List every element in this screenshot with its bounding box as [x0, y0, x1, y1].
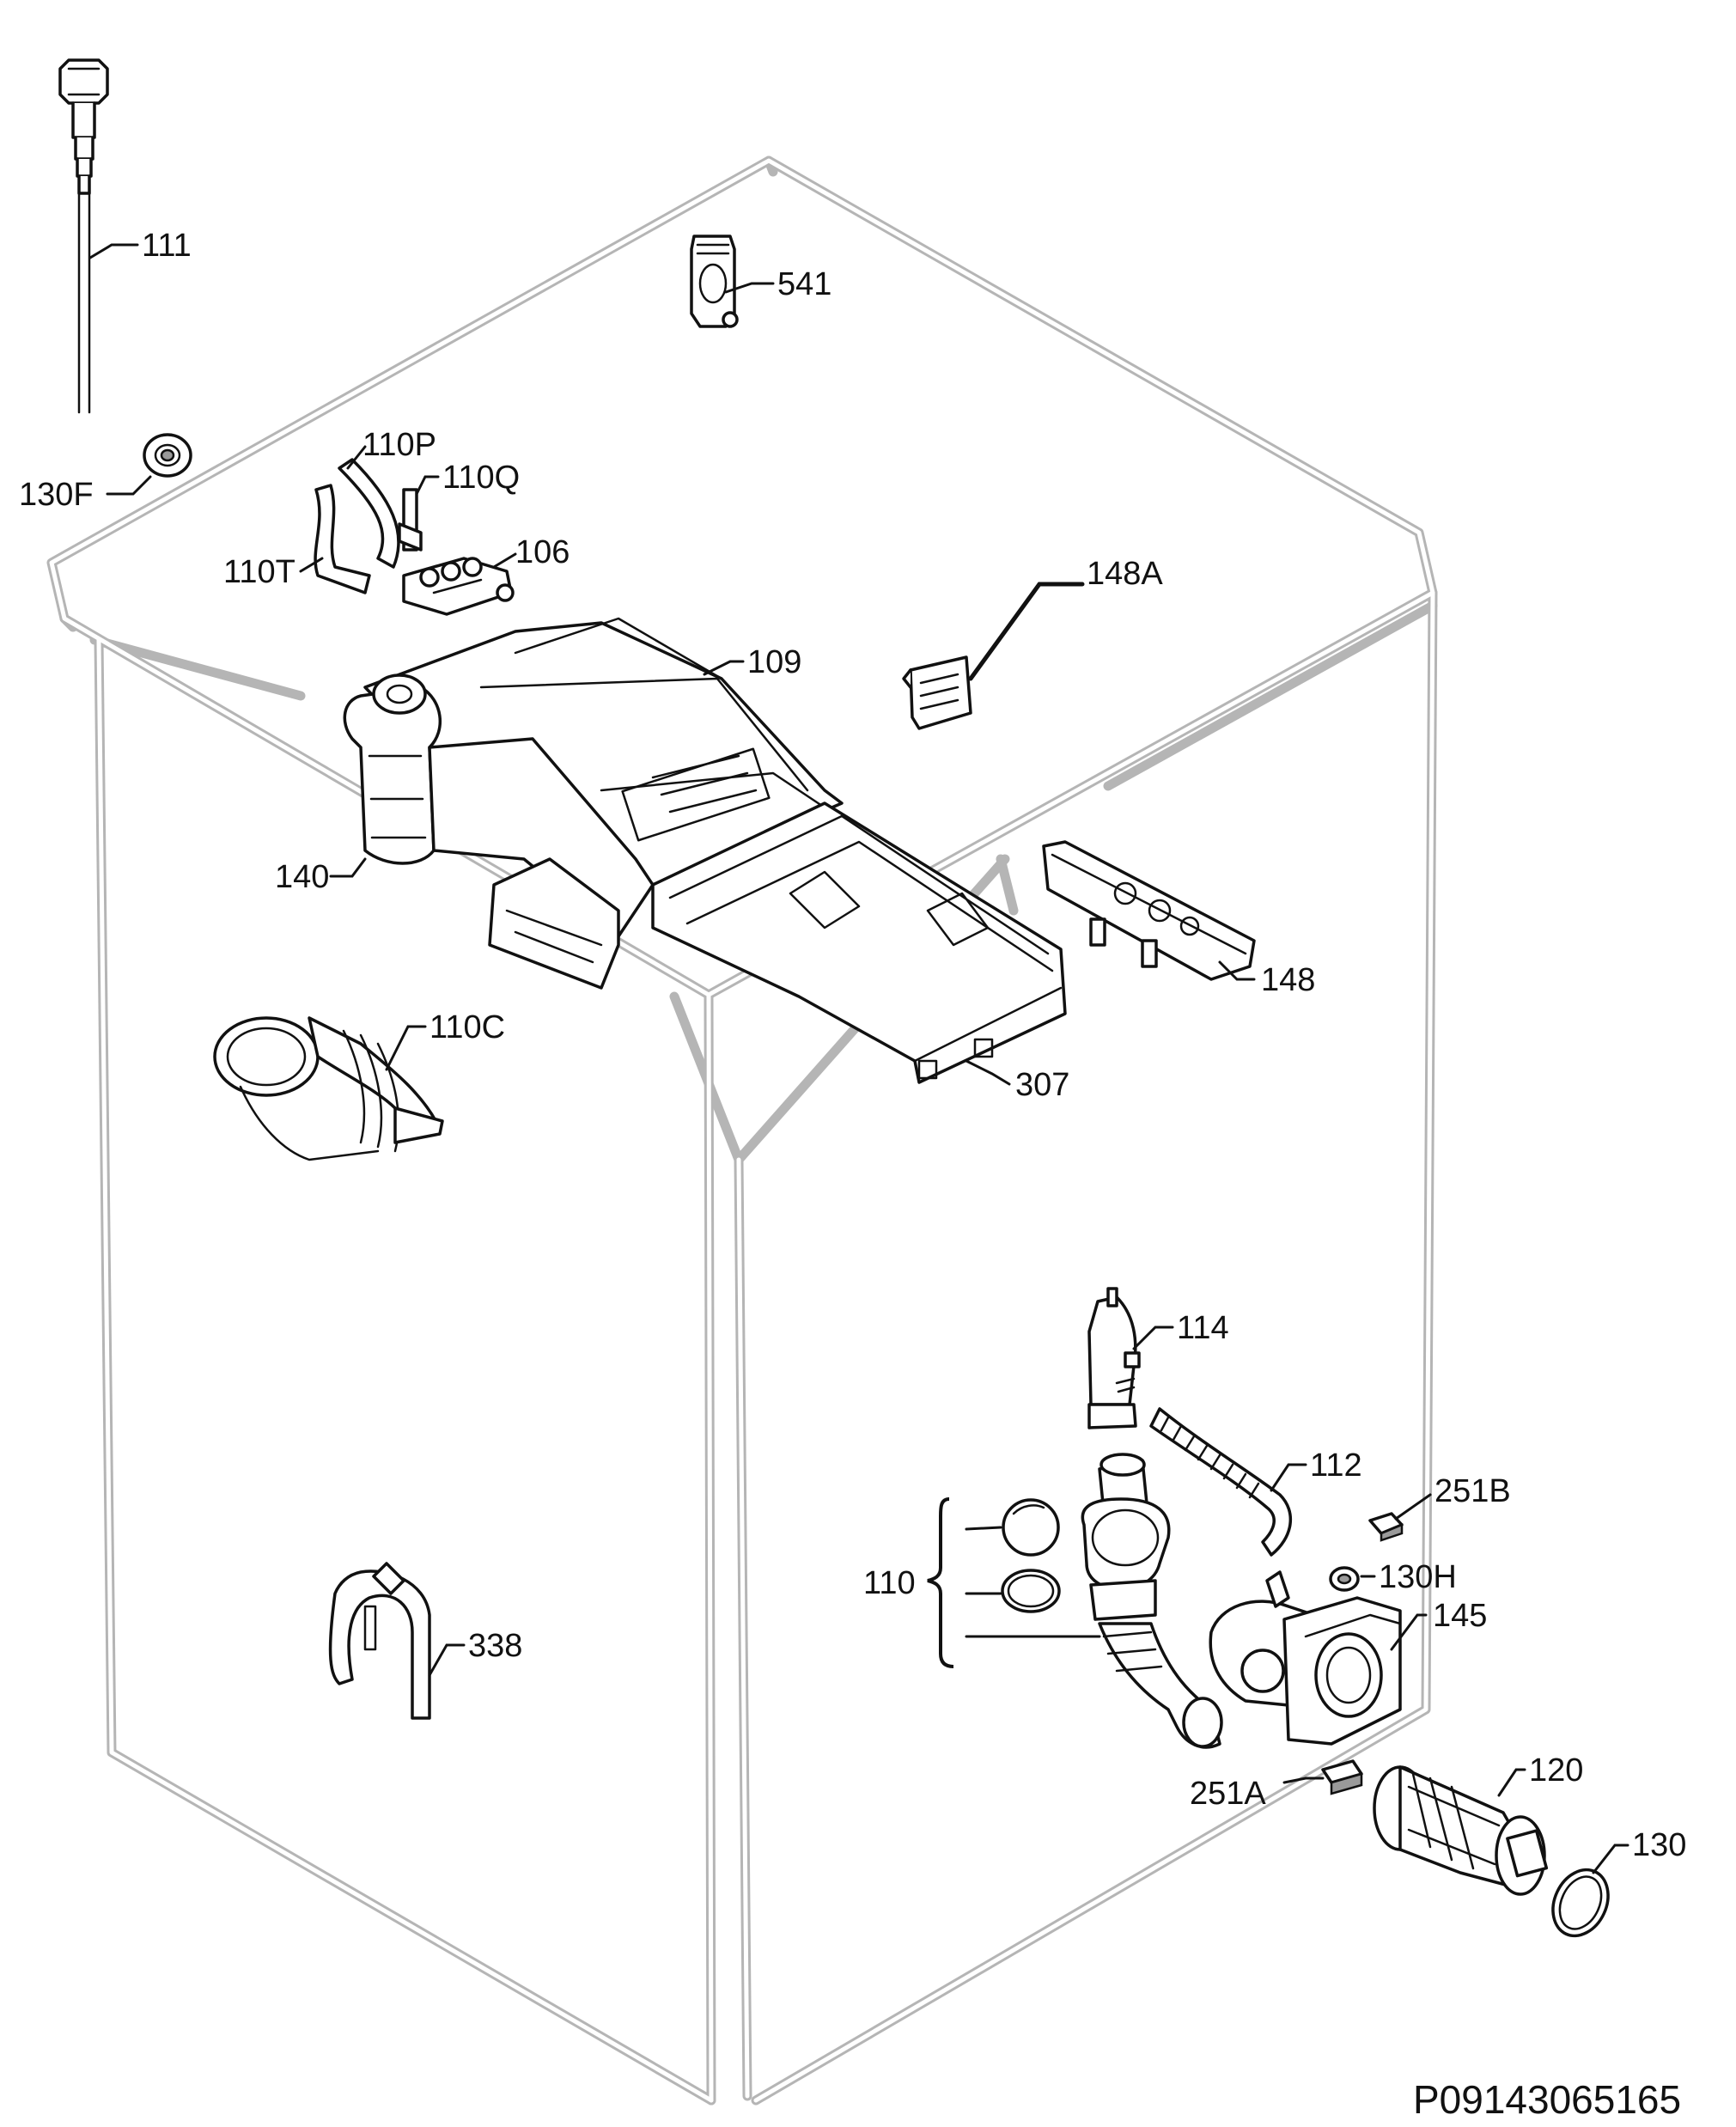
callout-148A: 148A: [1087, 556, 1163, 592]
callout-110T: 110T: [223, 554, 295, 590]
callout-251B: 251B: [1434, 1473, 1511, 1509]
bracket-148A[interactable]: [902, 655, 972, 730]
callout-130: 130: [1632, 1827, 1686, 1863]
callout-110C: 110C: [429, 1009, 505, 1045]
callout-145: 145: [1433, 1598, 1487, 1634]
callout-148: 148: [1261, 962, 1315, 998]
nut-130F[interactable]: [143, 433, 192, 478]
o-ring-130[interactable]: [1543, 1861, 1618, 1945]
pump-housing-145[interactable]: [1209, 1570, 1402, 1746]
callout-110P: 110P: [362, 427, 436, 463]
callout-338: 338: [468, 1628, 522, 1664]
callout-114: 114: [1177, 1310, 1229, 1346]
callout-106: 106: [515, 534, 570, 570]
callout-labels: 111 541 110P 110Q 130F 110T 106 148A 109…: [19, 228, 1686, 1863]
callout-251A: 251A: [1190, 1776, 1266, 1812]
clip-251B[interactable]: [1368, 1512, 1404, 1542]
bellows-hose-110C[interactable]: [213, 1016, 444, 1161]
panel-bracket-148[interactable]: [1042, 840, 1256, 981]
callout-307: 307: [1015, 1067, 1069, 1103]
drain-filter-120[interactable]: [1373, 1765, 1549, 1896]
valve-106[interactable]: [402, 557, 515, 616]
callout-112: 112: [1310, 1447, 1362, 1484]
cabinet-outline: [46, 155, 1438, 2106]
hose-bracket-338[interactable]: [328, 1562, 431, 1720]
callout-120: 120: [1529, 1752, 1583, 1789]
leader-lines: [88, 243, 1629, 1874]
callout-109: 109: [747, 644, 801, 680]
hoses-110P-110Q-110T[interactable]: [314, 458, 423, 594]
callout-110Q: 110Q: [442, 460, 520, 496]
corrugated-hose-112[interactable]: [1149, 1407, 1293, 1557]
air-chamber-114[interactable]: [1087, 1287, 1141, 1429]
nut-130H[interactable]: [1329, 1566, 1360, 1592]
reference-code: P09143065165: [1413, 2077, 1681, 2122]
dispenser-assembly-109[interactable]: [343, 617, 1067, 1084]
callout-541: 541: [777, 266, 831, 302]
sump-assembly-110[interactable]: [1001, 1453, 1223, 1749]
inlet-hose-111[interactable]: [58, 58, 109, 414]
callout-140: 140: [275, 859, 329, 895]
bracket-541[interactable]: [690, 235, 739, 328]
callout-110: 110: [863, 1565, 916, 1601]
callout-111: 111: [142, 228, 192, 264]
callout-130H: 130H: [1379, 1559, 1457, 1595]
clip-251A[interactable]: [1321, 1759, 1363, 1795]
callout-130F: 130F: [19, 477, 94, 513]
